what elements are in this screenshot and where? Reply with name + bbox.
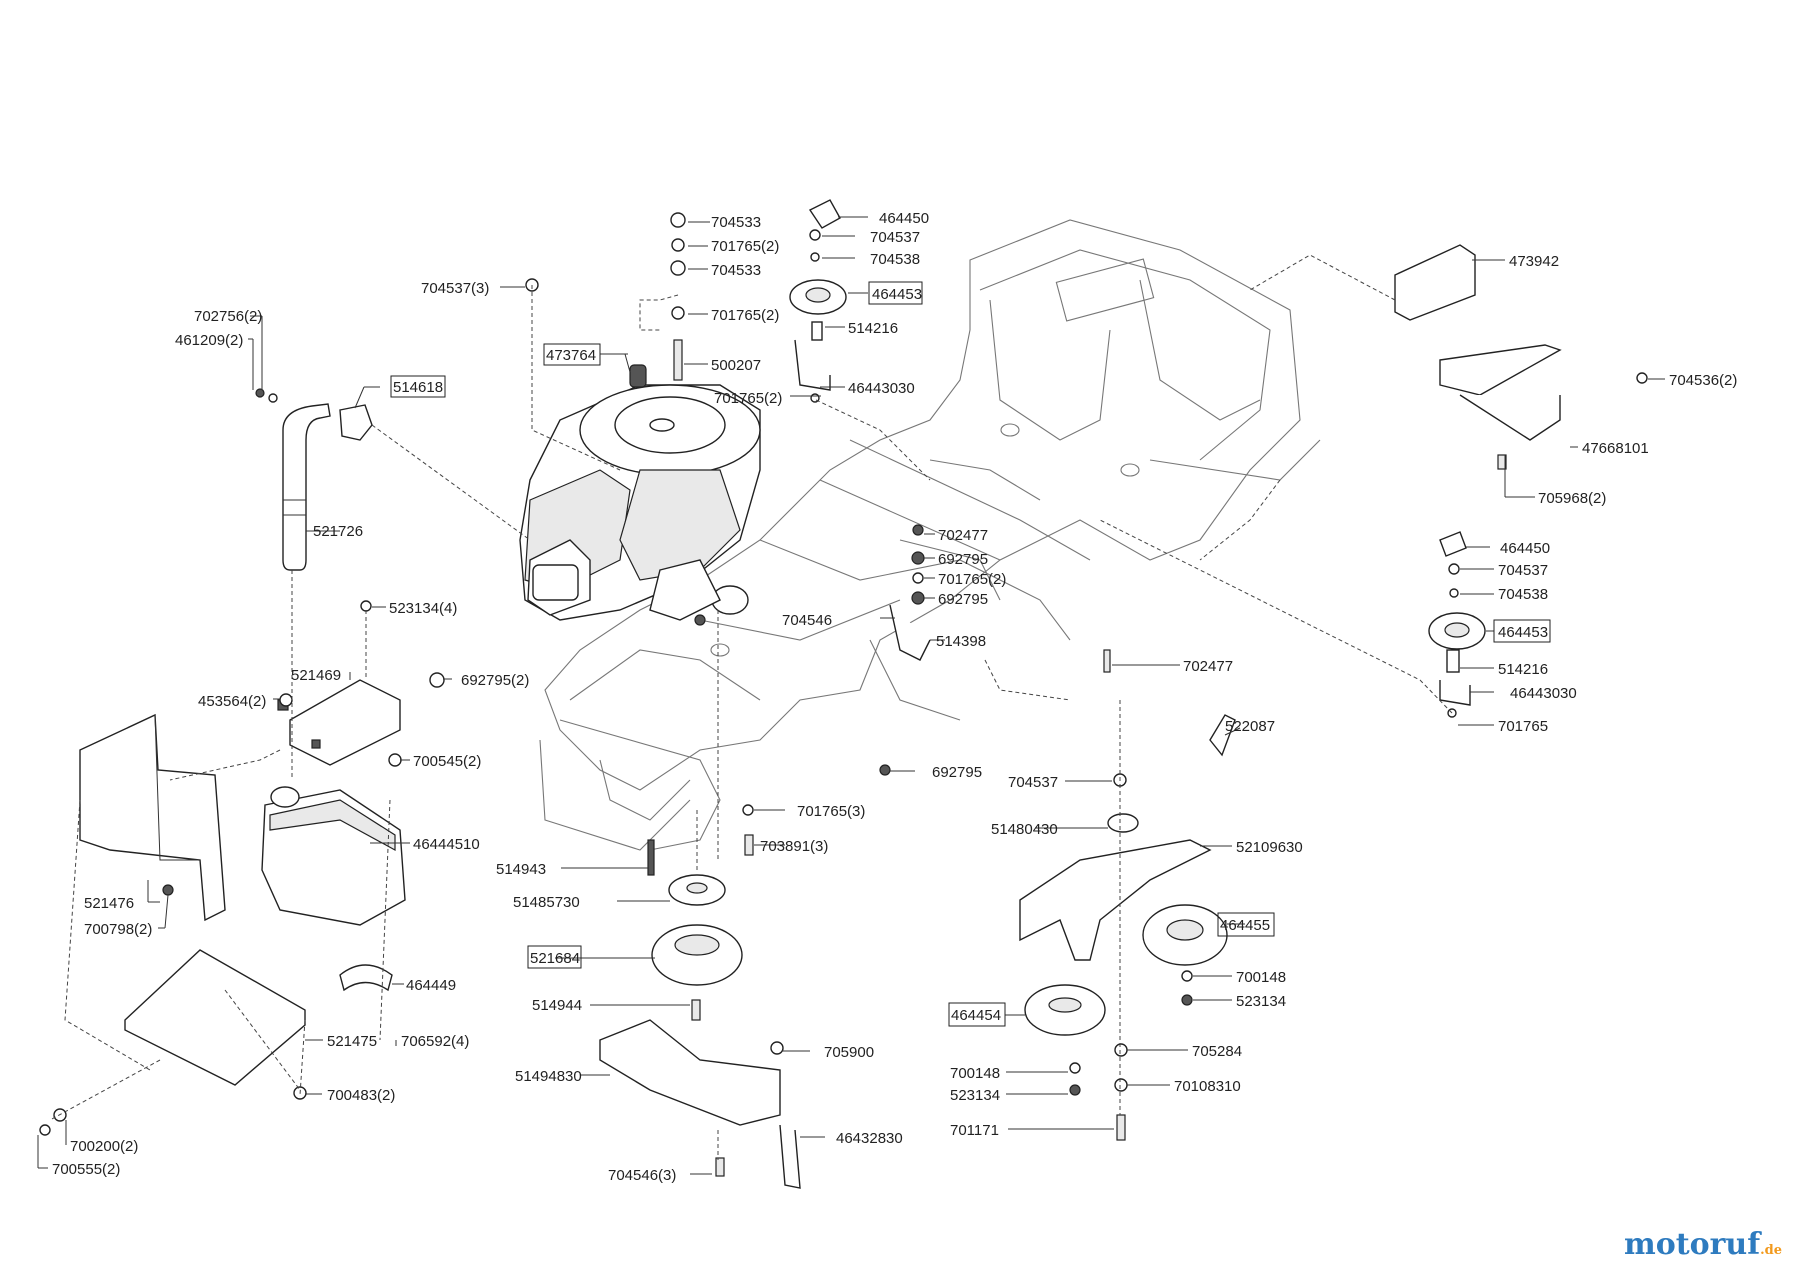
- label-464449: 464449: [406, 977, 456, 994]
- label-464455: 464455: [1220, 917, 1270, 934]
- label-521684: 521684: [530, 950, 580, 967]
- part-number-labels: 704533 701765(2) 704533 701765(2) 500207…: [52, 210, 1737, 1184]
- label-700148-b: 700148: [950, 1065, 1000, 1082]
- label-47668101: 47668101: [1582, 440, 1649, 457]
- label-521726: 521726: [313, 523, 363, 540]
- exhaust-pipe: [255, 388, 373, 571]
- label-46443030-top: 46443030: [848, 380, 915, 397]
- label-701765-d: 701765(2): [938, 571, 1006, 588]
- label-46443030-right: 46443030: [1510, 685, 1577, 702]
- muffler-bracket: [277, 600, 445, 767]
- label-692795-a: 692795: [938, 551, 988, 568]
- bottom-shield: [39, 949, 307, 1136]
- label-523134-b: 523134: [950, 1087, 1000, 1104]
- label-521469: 521469: [291, 667, 341, 684]
- label-514398: 514398: [936, 633, 986, 650]
- label-700555: 700555(2): [52, 1161, 120, 1178]
- label-704538-right: 704538: [1498, 586, 1548, 603]
- label-453564: 453564(2): [198, 693, 266, 710]
- label-701765-c: 701765(2): [714, 390, 782, 407]
- label-702477-a: 702477: [938, 527, 988, 544]
- label-705968: 705968(2): [1538, 490, 1606, 507]
- label-464453-top: 464453: [872, 286, 922, 303]
- engine: [519, 364, 761, 626]
- label-704536: 704536(2): [1669, 372, 1737, 389]
- label-46444510: 46444510: [413, 836, 480, 853]
- label-461209: 461209(2): [175, 332, 243, 349]
- label-464454: 464454: [951, 1007, 1001, 1024]
- label-514944: 514944: [532, 997, 582, 1014]
- label-473942: 473942: [1509, 253, 1559, 270]
- label-514618: 514618: [393, 379, 443, 396]
- assembly-lines: [49, 254, 1453, 1160]
- label-52109630: 52109630: [1236, 839, 1303, 856]
- label-521475: 521475: [327, 1033, 377, 1050]
- idler-assembly-top: [789, 199, 847, 403]
- brand-logo: motoruf.de: [1624, 1227, 1782, 1262]
- label-704537-top: 704537: [870, 229, 920, 246]
- label-46432830: 46432830: [836, 1130, 903, 1147]
- label-70108310: 70108310: [1174, 1078, 1241, 1095]
- label-51485730: 51485730: [513, 894, 580, 911]
- muffler: [261, 786, 406, 992]
- label-704537-right: 704537: [1498, 562, 1548, 579]
- label-464450-top: 464450: [879, 210, 929, 227]
- label-514943: 514943: [496, 861, 546, 878]
- label-704546: 704546: [782, 612, 832, 629]
- heat-shield: [79, 713, 226, 922]
- label-705284: 705284: [1192, 1043, 1242, 1060]
- label-521476: 521476: [84, 895, 134, 912]
- logo-suffix: .de: [1760, 1243, 1782, 1258]
- label-523134-a: 523134: [1236, 993, 1286, 1010]
- label-702477-b: 702477: [1183, 658, 1233, 675]
- label-701765-b: 701765(2): [711, 307, 779, 324]
- label-704538-top: 704538: [870, 251, 920, 268]
- label-702756: 702756(2): [194, 308, 262, 325]
- label-701765-a: 701765(2): [711, 238, 779, 255]
- label-701765-right: 701765: [1498, 718, 1548, 735]
- label-523134-4: 523134(4): [389, 600, 457, 617]
- label-700148-a: 700148: [1236, 969, 1286, 986]
- label-701171: 701171: [950, 1122, 999, 1139]
- callout-leaders: [37, 216, 1665, 1175]
- label-514216-right: 514216: [1498, 661, 1548, 678]
- label-700545: 700545(2): [413, 753, 481, 770]
- label-473764: 473764: [546, 347, 596, 364]
- label-514216-top: 514216: [848, 320, 898, 337]
- label-704546-3: 704546(3): [608, 1167, 676, 1184]
- label-703891-3: 703891(3): [760, 838, 828, 855]
- label-704537-3: 704537(3): [421, 280, 489, 297]
- center-lower-parts: [599, 524, 1111, 1189]
- label-692795-c: 692795: [932, 764, 982, 781]
- label-692795-b: 692795: [938, 591, 988, 608]
- label-692795-2: 692795(2): [461, 672, 529, 689]
- fastener-stack: [525, 212, 686, 381]
- label-704533-top: 704533: [711, 214, 761, 231]
- label-701765-3: 701765(3): [797, 803, 865, 820]
- label-705900: 705900: [824, 1044, 874, 1061]
- right-lower-parts: [1019, 714, 1236, 1141]
- label-500207: 500207: [711, 357, 761, 374]
- label-464450-right: 464450: [1500, 540, 1550, 557]
- label-700483: 700483(2): [327, 1087, 395, 1104]
- label-704533-b: 704533: [711, 262, 761, 279]
- chassis-frame: [539, 219, 1321, 851]
- label-464453-right: 464453: [1498, 624, 1548, 641]
- label-51494830: 51494830: [515, 1068, 582, 1085]
- boxed-callouts: [390, 281, 1551, 1027]
- label-51480430: 51480430: [991, 821, 1058, 838]
- label-700200: 700200(2): [70, 1138, 138, 1155]
- label-700798: 700798(2): [84, 921, 152, 938]
- label-522087: 522087: [1225, 718, 1275, 735]
- top-right-parts: [1394, 244, 1648, 470]
- logo-text: motoruf: [1623, 1227, 1761, 1262]
- idler-assembly-right: [1428, 531, 1486, 718]
- label-706592: 706592(4): [401, 1033, 469, 1050]
- label-704537-lower: 704537: [1008, 774, 1058, 791]
